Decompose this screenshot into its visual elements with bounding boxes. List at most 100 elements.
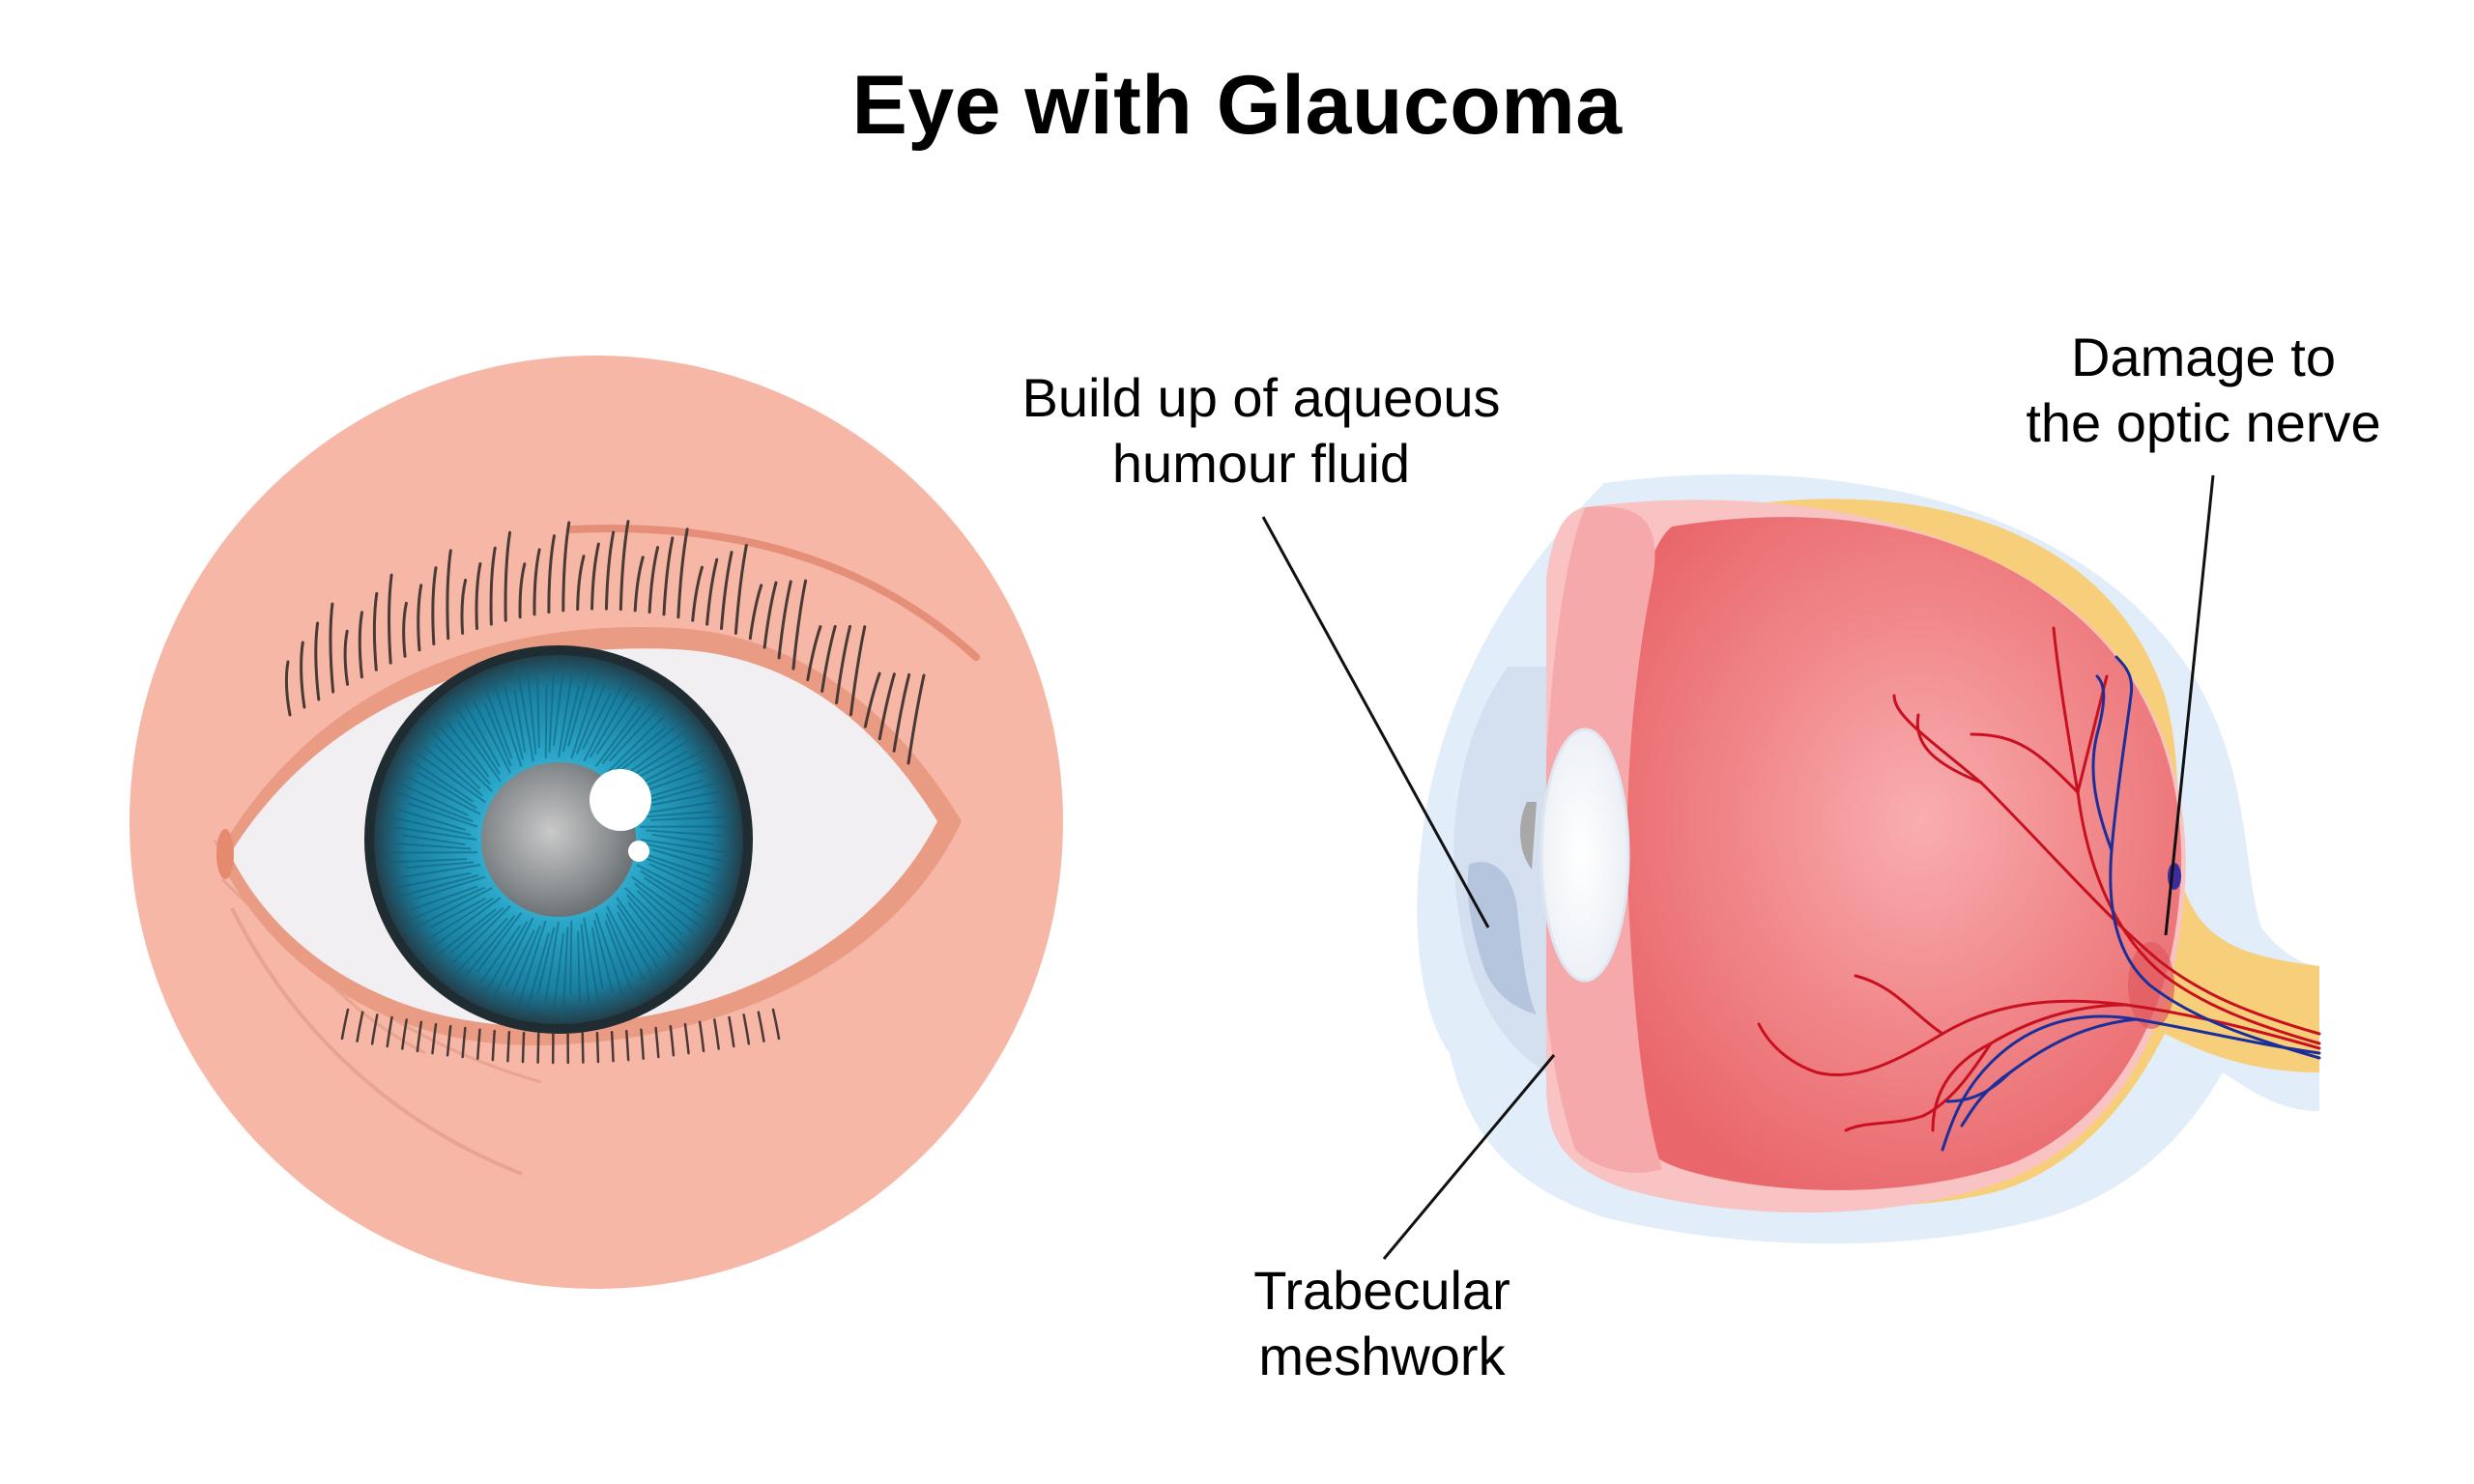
iris-texture: [380, 661, 737, 1018]
iris-streak: [582, 692, 612, 750]
eyelash: [314, 621, 321, 701]
iris-streak: [636, 800, 718, 815]
iris-streak: [580, 924, 590, 1009]
iris-streak: [634, 882, 694, 933]
iris-streak: [639, 768, 706, 794]
label-line: Build up of aqueous: [1021, 367, 1501, 428]
iris-streak: [646, 842, 729, 864]
iris-streak: [483, 702, 512, 767]
iris-streak: [561, 927, 569, 1018]
iris-streak: [475, 912, 523, 973]
eyelash: [518, 562, 527, 619]
lower-eyelash: [698, 1020, 705, 1053]
iris-streak: [448, 697, 501, 775]
iris-streak: [620, 716, 690, 771]
eyelash: [647, 546, 660, 614]
eyelash: [358, 611, 364, 679]
iris-streak: [606, 905, 645, 980]
lower-eyelash: [771, 1008, 781, 1041]
lower-eyelash: [416, 1020, 423, 1053]
iris-streak: [407, 802, 478, 828]
iris-streak: [648, 863, 721, 899]
lower-eyelash: [476, 1028, 481, 1060]
label-line: humour fluid: [1111, 433, 1411, 494]
eyelash: [835, 624, 851, 704]
iris-streak: [636, 864, 710, 903]
iris-streak: [624, 887, 696, 957]
iris-streak: [625, 894, 683, 958]
eyelash: [906, 673, 926, 765]
iris-streak: [638, 779, 728, 805]
highlight: [590, 769, 651, 831]
iris-streak: [399, 864, 481, 879]
lower-eyelash: [521, 1031, 526, 1064]
iris-streak: [505, 929, 535, 987]
iris-streak: [405, 861, 475, 870]
eyelash: [604, 530, 616, 611]
iris-streak: [414, 875, 486, 900]
iris-streak: [483, 921, 529, 995]
iris-streak: [513, 690, 527, 753]
lower-eyelash: [654, 1026, 660, 1059]
iris-streak: [536, 927, 556, 994]
iris-streak: [636, 890, 683, 935]
iris-streak: [595, 696, 638, 755]
iris-streak: [516, 665, 534, 762]
eyelash: [561, 521, 571, 613]
eyelash: [417, 584, 423, 652]
iris-streak: [651, 833, 715, 845]
eyelash: [576, 555, 586, 612]
label-trabecular-meshwork: Trabecular meshwork: [1218, 1258, 1546, 1389]
lower-eyelash: [431, 1022, 438, 1055]
lower-eyelash: [728, 1015, 735, 1048]
iris-streak: [456, 720, 502, 783]
iris-streak: [605, 912, 634, 977]
eyelash: [460, 578, 468, 635]
eyelash: [532, 548, 541, 616]
lower-eyelash: [461, 1026, 467, 1059]
iris-streak: [492, 681, 523, 767]
iris-streak: [396, 781, 469, 816]
iris-streak: [613, 726, 667, 773]
iris-streak: [643, 810, 712, 818]
iris-streak: [590, 927, 604, 989]
iris-streak: [617, 911, 656, 982]
eyelash: [820, 624, 837, 693]
iris-streak: [434, 744, 481, 789]
iris-streak: [544, 684, 548, 759]
iris-streak: [553, 932, 565, 1012]
eyelash: [489, 546, 497, 626]
eyelash: [431, 566, 438, 646]
tear-duct: [216, 829, 234, 879]
eyelash: [503, 530, 512, 622]
iris-streak: [527, 671, 537, 756]
iris-streak: [451, 905, 511, 965]
iris-streak: [583, 673, 628, 762]
iris-streak: [616, 897, 661, 959]
iris-streak: [411, 885, 478, 911]
iris-streak: [429, 898, 487, 928]
wrinkle: [230, 907, 523, 1176]
iris-streak: [510, 925, 542, 997]
eyelash: [402, 601, 408, 658]
iris-streak: [593, 919, 615, 994]
iris-streak: [640, 839, 737, 855]
eyelash: [748, 584, 763, 641]
iris-streak: [651, 848, 720, 870]
iris-streak: [412, 749, 486, 804]
lower-eyelash: [669, 1024, 676, 1057]
iris-streak: [606, 714, 666, 774]
iris-streak: [548, 661, 556, 753]
eyelash: [446, 549, 452, 641]
eyelash: [284, 660, 292, 717]
leader-line-optic: [2164, 474, 2215, 936]
iris-streak: [575, 682, 607, 755]
trabecular-meshwork: [1467, 862, 1537, 1014]
lower-eyelash: [581, 1032, 585, 1064]
iris-streak: [427, 908, 497, 963]
iris-streak: [525, 932, 550, 1016]
lower-eyelash: [386, 1015, 393, 1048]
eyelash: [877, 672, 896, 741]
iris-streak: [644, 856, 731, 892]
